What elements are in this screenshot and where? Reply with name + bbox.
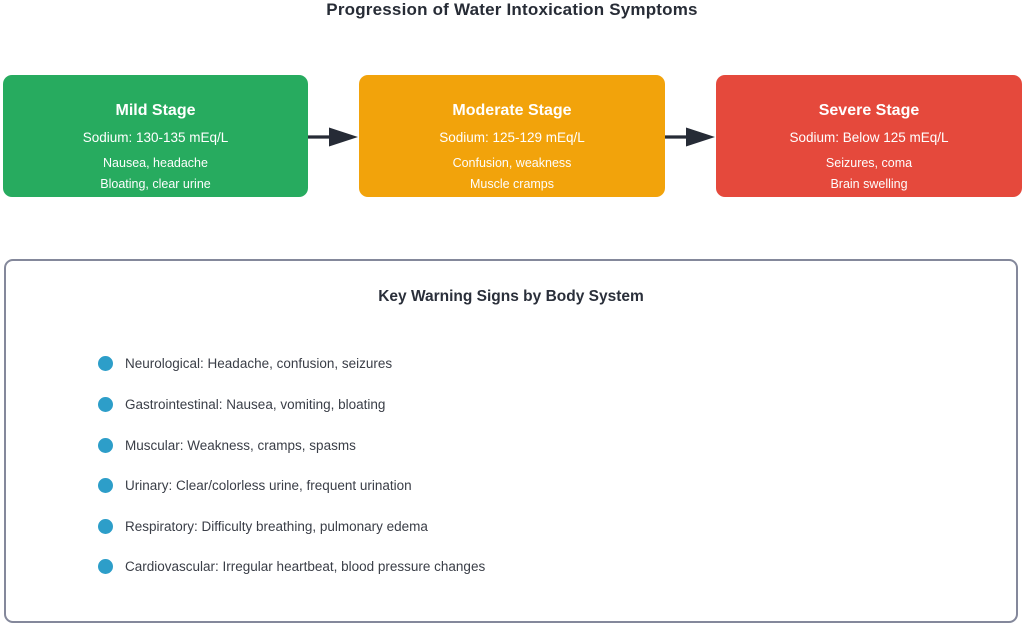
stage-severe-symptom-1: Seizures, coma (825, 156, 913, 170)
flow-arrow-icon (665, 127, 715, 147)
bullet-icon (98, 356, 113, 372)
bullet-icon (98, 437, 113, 453)
stage-mild-symptoms: Nausea, headache Bloating, clear urine (100, 153, 210, 194)
warning-item-text: Neurological: Headache, confusion, seizu… (125, 356, 393, 372)
bullet-icon (98, 518, 113, 534)
warning-panel-title: Key Warning Signs by Body System (378, 288, 644, 305)
page-title: Progression of Water Intoxication Sympto… (326, 0, 698, 19)
warning-item-urinary: Urinary: Clear/colorless urine, frequent… (98, 465, 996, 506)
bullet-icon (98, 478, 113, 494)
stage-severe-sodium: Sodium: Below 125 mEq/L (789, 130, 949, 145)
warning-signs-panel: Key Warning Signs by Body System Neurolo… (4, 259, 1018, 623)
stage-mild-symptom-1: Nausea, headache (103, 156, 208, 170)
stage-card-severe: Severe Stage Sodium: Below 125 mEq/L Sei… (716, 75, 1022, 197)
warning-item-respiratory: Respiratory: Difficulty breathing, pulmo… (98, 506, 996, 547)
stage-moderate-sodium: Sodium: 125-129 mEq/L (439, 130, 585, 145)
stage-card-moderate: Moderate Stage Sodium: 125-129 mEq/L Con… (359, 75, 665, 197)
warning-item-cardiovascular: Cardiovascular: Irregular heartbeat, blo… (98, 547, 996, 588)
stage-moderate-symptom-2: Muscle cramps (469, 176, 555, 191)
stage-moderate-symptoms: Confusion, weakness Muscle cramps (453, 153, 572, 194)
stage-moderate-symptom-1: Confusion, weakness (452, 156, 572, 170)
bullet-icon (98, 559, 113, 575)
warning-item-text: Muscular: Weakness, cramps, spasms (125, 437, 356, 453)
warning-item-neurological: Neurological: Headache, confusion, seizu… (98, 344, 996, 385)
warning-list: Neurological: Headache, confusion, seizu… (98, 344, 996, 588)
flow-arrow-icon (308, 127, 358, 147)
warning-item-gastrointestinal: Gastrointestinal: Nausea, vomiting, bloa… (98, 384, 996, 425)
warning-item-text: Respiratory: Difficulty breathing, pulmo… (125, 518, 428, 534)
warning-item-text: Cardiovascular: Irregular heartbeat, blo… (125, 559, 486, 575)
stage-mild-symptom-2: Bloating, clear urine (100, 176, 211, 191)
stage-card-mild: Mild Stage Sodium: 130-135 mEq/L Nausea,… (3, 75, 308, 197)
warning-item-muscular: Muscular: Weakness, cramps, spasms (98, 425, 996, 466)
bullet-icon (98, 397, 113, 413)
stage-moderate-title: Moderate Stage (452, 102, 572, 119)
stage-severe-symptoms: Seizures, coma Brain swelling (826, 153, 912, 194)
stage-mild-title: Mild Stage (115, 102, 196, 119)
stage-severe-title: Severe Stage (818, 102, 920, 119)
warning-item-text: Urinary: Clear/colorless urine, frequent… (125, 478, 412, 494)
stage-mild-sodium: Sodium: 130-135 mEq/L (82, 130, 229, 145)
warning-item-text: Gastrointestinal: Nausea, vomiting, bloa… (125, 397, 386, 413)
stage-severe-symptom-2: Brain swelling (830, 176, 908, 191)
